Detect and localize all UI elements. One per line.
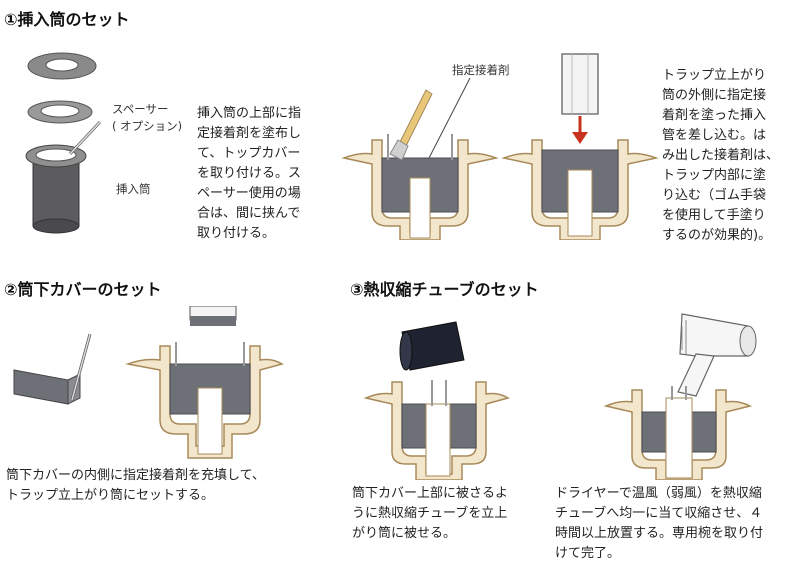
adhesive-leader-line: [427, 77, 471, 161]
adhesive-label: 指定接着剤: [452, 63, 510, 77]
section3-instructions-right: ドライヤーで温風（弱風）を熱収縮 チューブへ均一に当て収縮させ、４ 時間以上放置…: [555, 484, 795, 564]
text-line: けて完了。: [555, 546, 621, 561]
text-line: み出した接着剤は、: [662, 148, 780, 163]
text-line: り込む（ゴム手袋: [662, 188, 767, 203]
text-line: がり筒に被せる。: [352, 526, 457, 541]
insert-tube-label: 挿入筒: [116, 182, 151, 196]
option-label: ( オプション): [112, 119, 183, 133]
section1-instructions-right: トラップ立上がり 筒の外側に指定接 着剤を塗った挿入 管を差し込む。は み出した…: [662, 66, 798, 246]
text-line: トラップ立上がり筒にセットする。: [6, 488, 215, 503]
lower-cover-illustration: [13, 333, 92, 405]
section1-instructions-left: 挿入筒の上部に指 定接着剤を塗布し て、トップカバー を取り付ける。ス ペーサー…: [197, 104, 327, 244]
hair-dryer-icon: [677, 313, 757, 397]
text-line: トラップ内部に塗: [662, 168, 767, 183]
section2-instructions: 筒下カバーの内側に指定接着剤を充填して、 トラップ立上がり筒にセットする。: [6, 466, 306, 506]
text-line: 時間以上放置する。専用椀を取り付: [555, 526, 764, 541]
trap-insert-illustration: [501, 53, 659, 240]
text-line: するのが効果的)。: [662, 228, 772, 243]
text-line: 定接着剤を塗布し: [197, 126, 302, 141]
text-line: て、トップカバー: [197, 146, 301, 161]
text-line: ペーサー使用の場: [197, 186, 301, 201]
text-line: トラップ立上がり: [662, 68, 767, 83]
text-line: 合は、間に挟んで: [197, 206, 301, 221]
heat-shrink-tube-placement-illustration: [363, 321, 510, 480]
section3-heading: ③熱収縮チューブのセット: [350, 280, 539, 299]
trap-lower-cover-illustration: [125, 306, 284, 459]
section1-heading: ①挿入筒のセット: [4, 10, 130, 29]
text-line: 取り付ける。: [197, 226, 276, 241]
down-arrow-icon: [572, 116, 588, 144]
spacer-label: スペーサー: [112, 102, 169, 116]
text-line: 筒の外側に指定接: [662, 88, 767, 103]
heat-shrink-tube-icon: [399, 321, 465, 371]
text-line: チューブへ均一に当て収縮させ、４: [555, 506, 763, 521]
section2-heading: ②筒下カバーのセット: [4, 280, 162, 299]
text-line: 筒下カバー上部に被さるよ: [352, 486, 509, 501]
text-line: うに熱収縮チューブを立上: [352, 506, 508, 521]
exploded-parts-illustration: [25, 52, 102, 234]
section3-instructions-left: 筒下カバー上部に被さるよ うに熱収縮チューブを立上 がり筒に被せる。: [352, 484, 542, 544]
text-line: 着剤を塗った挿入: [662, 108, 767, 123]
text-line: 挿入筒の上部に指: [197, 106, 302, 121]
text-line: を使用して手塗り: [662, 208, 766, 223]
trap-brush-illustration: [341, 89, 499, 240]
dryer-heating-illustration: [603, 313, 757, 480]
text-line: ドライヤーで温風（弱風）を熱収縮: [555, 486, 762, 501]
text-line: を取り付ける。ス: [197, 166, 302, 181]
text-line: 管を差し込む。は: [662, 128, 767, 143]
text-line: 筒下カバーの内側に指定接着剤を充填して、: [6, 468, 265, 483]
